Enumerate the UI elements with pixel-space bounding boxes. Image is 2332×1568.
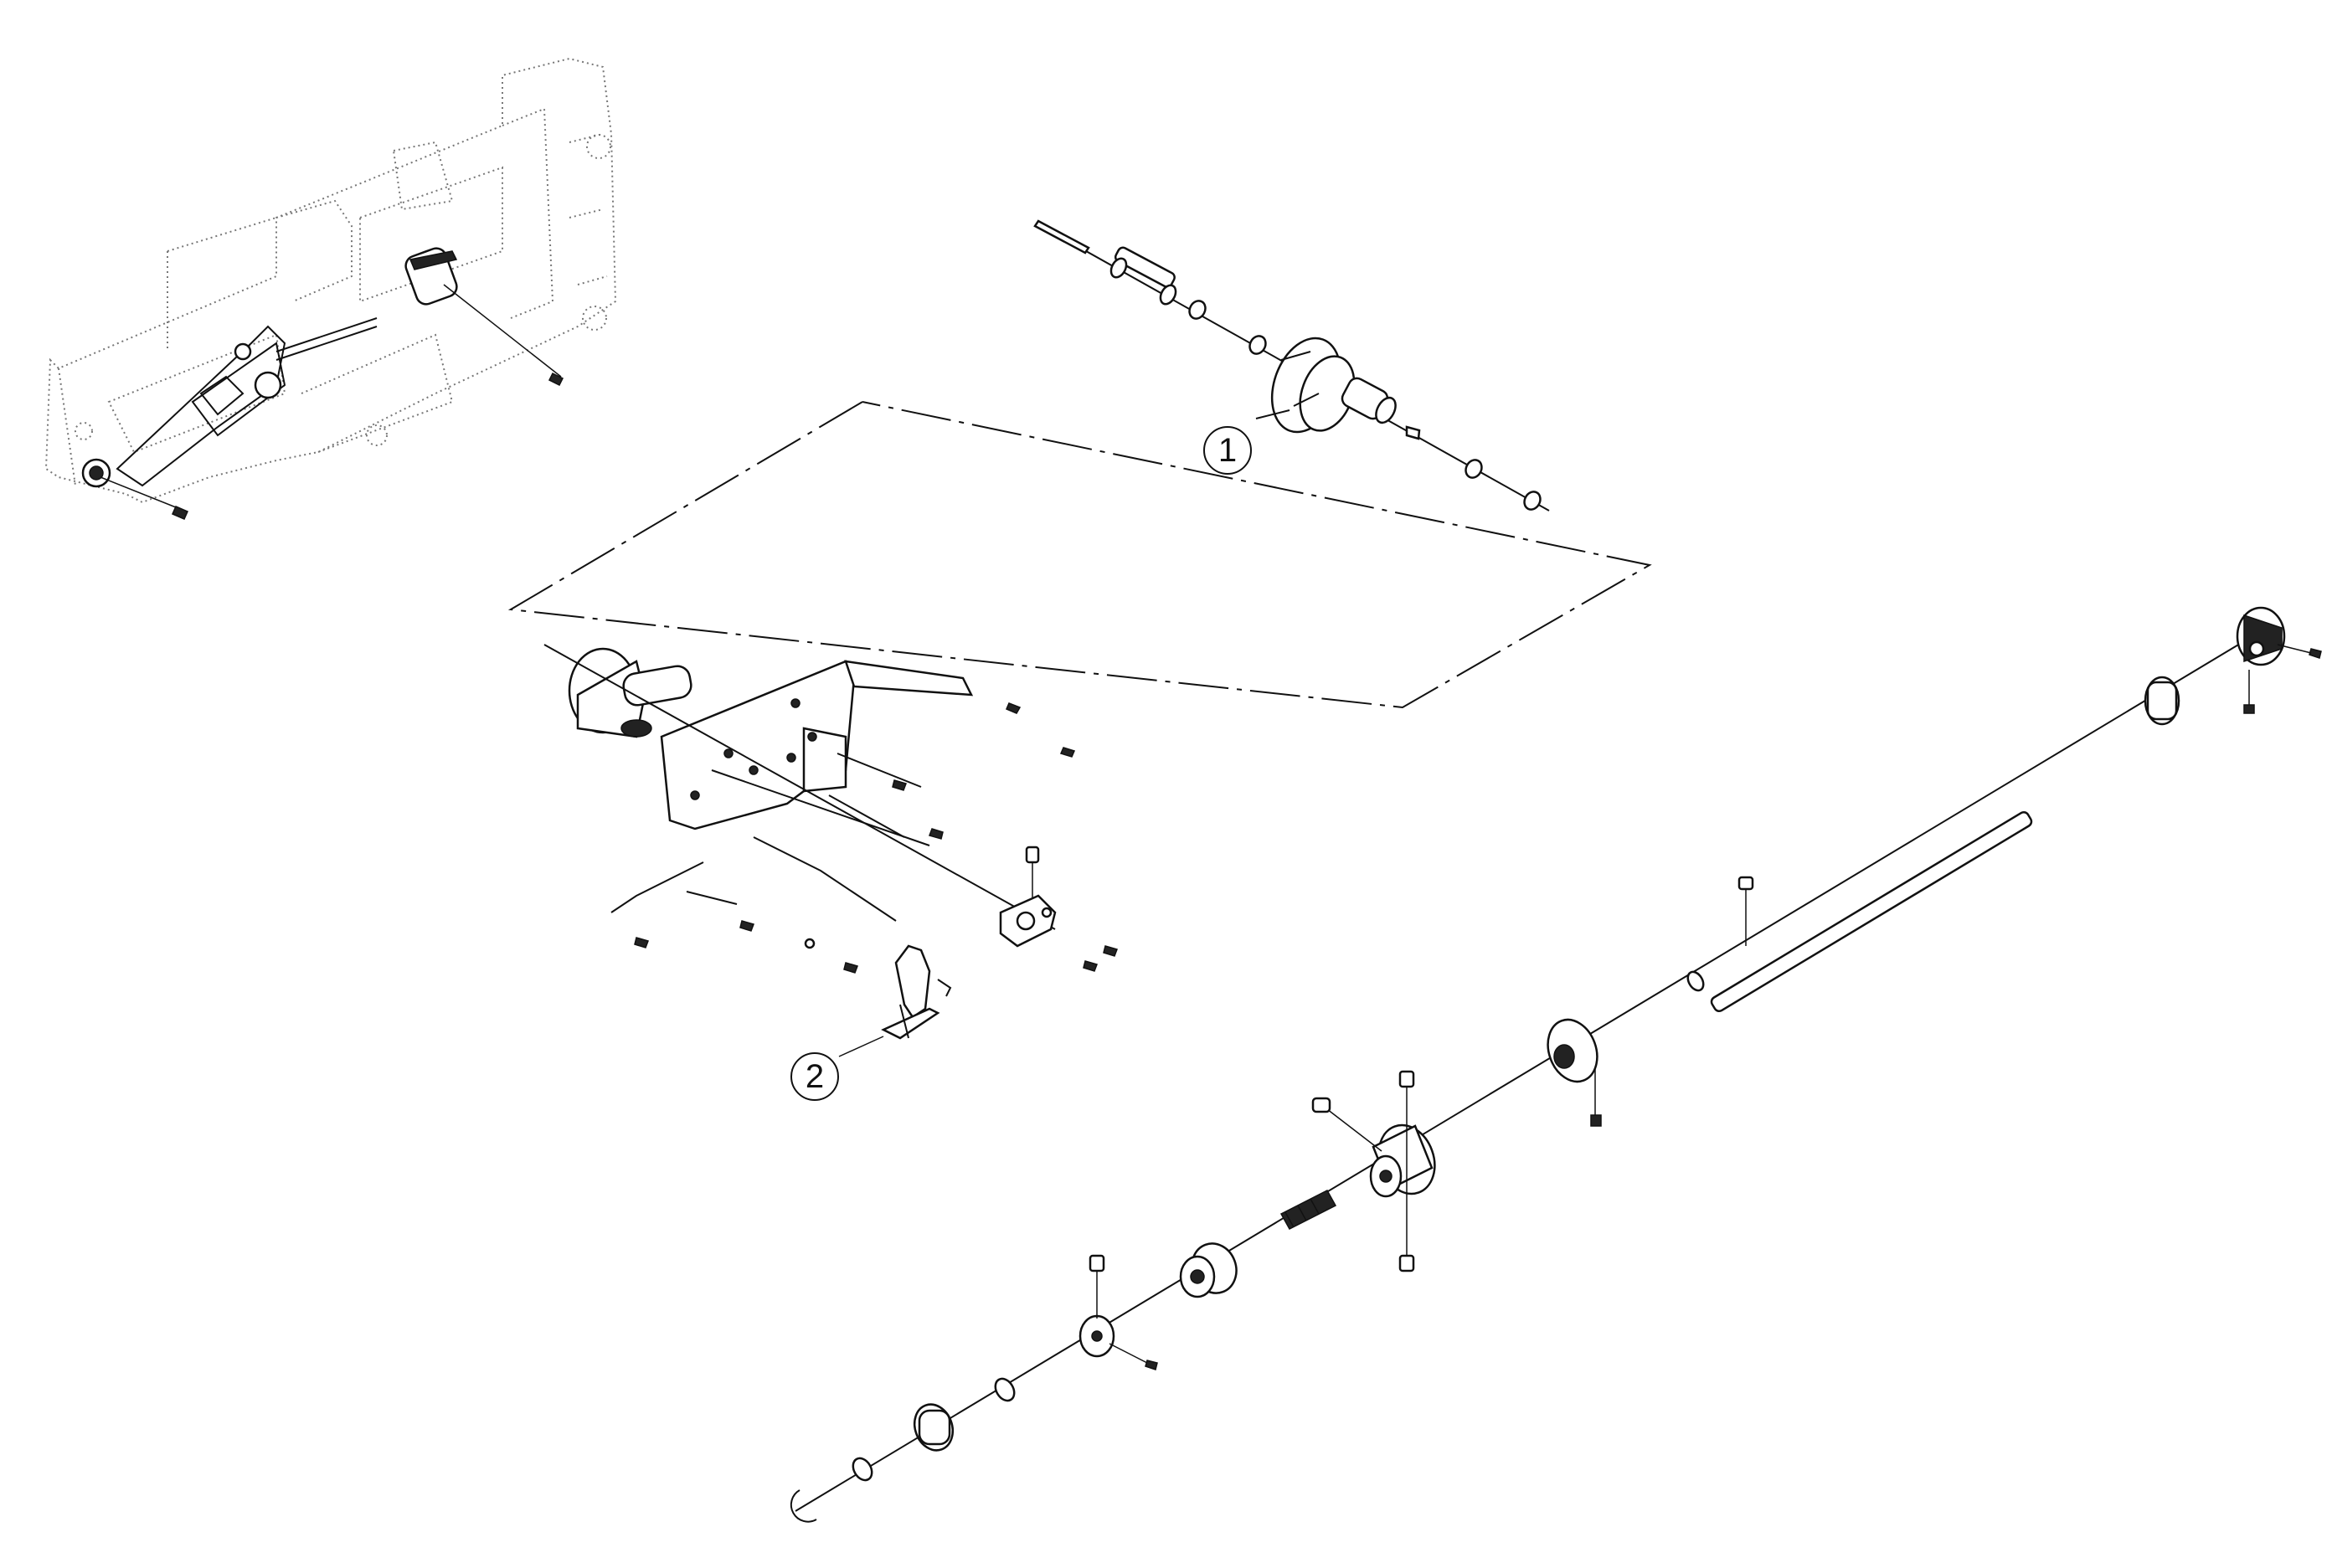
machine-housing-ghost	[44, 57, 617, 504]
bracket-assembly	[543, 644, 1056, 930]
clamp-block	[999, 862, 1057, 948]
callout-2: 2	[790, 1036, 884, 1101]
lever-part	[881, 944, 952, 1040]
callout-1-label: 1	[1218, 432, 1237, 469]
assembly-outline	[507, 401, 1652, 709]
callout-1: 1	[1203, 426, 1252, 475]
callout-2-label: 2	[806, 1058, 824, 1095]
housing-mechanism	[81, 247, 564, 520]
upper-shaft-assembly	[1033, 219, 1550, 512]
lower-shaft-assembly	[790, 606, 2322, 1523]
middle-screws	[634, 702, 1118, 974]
